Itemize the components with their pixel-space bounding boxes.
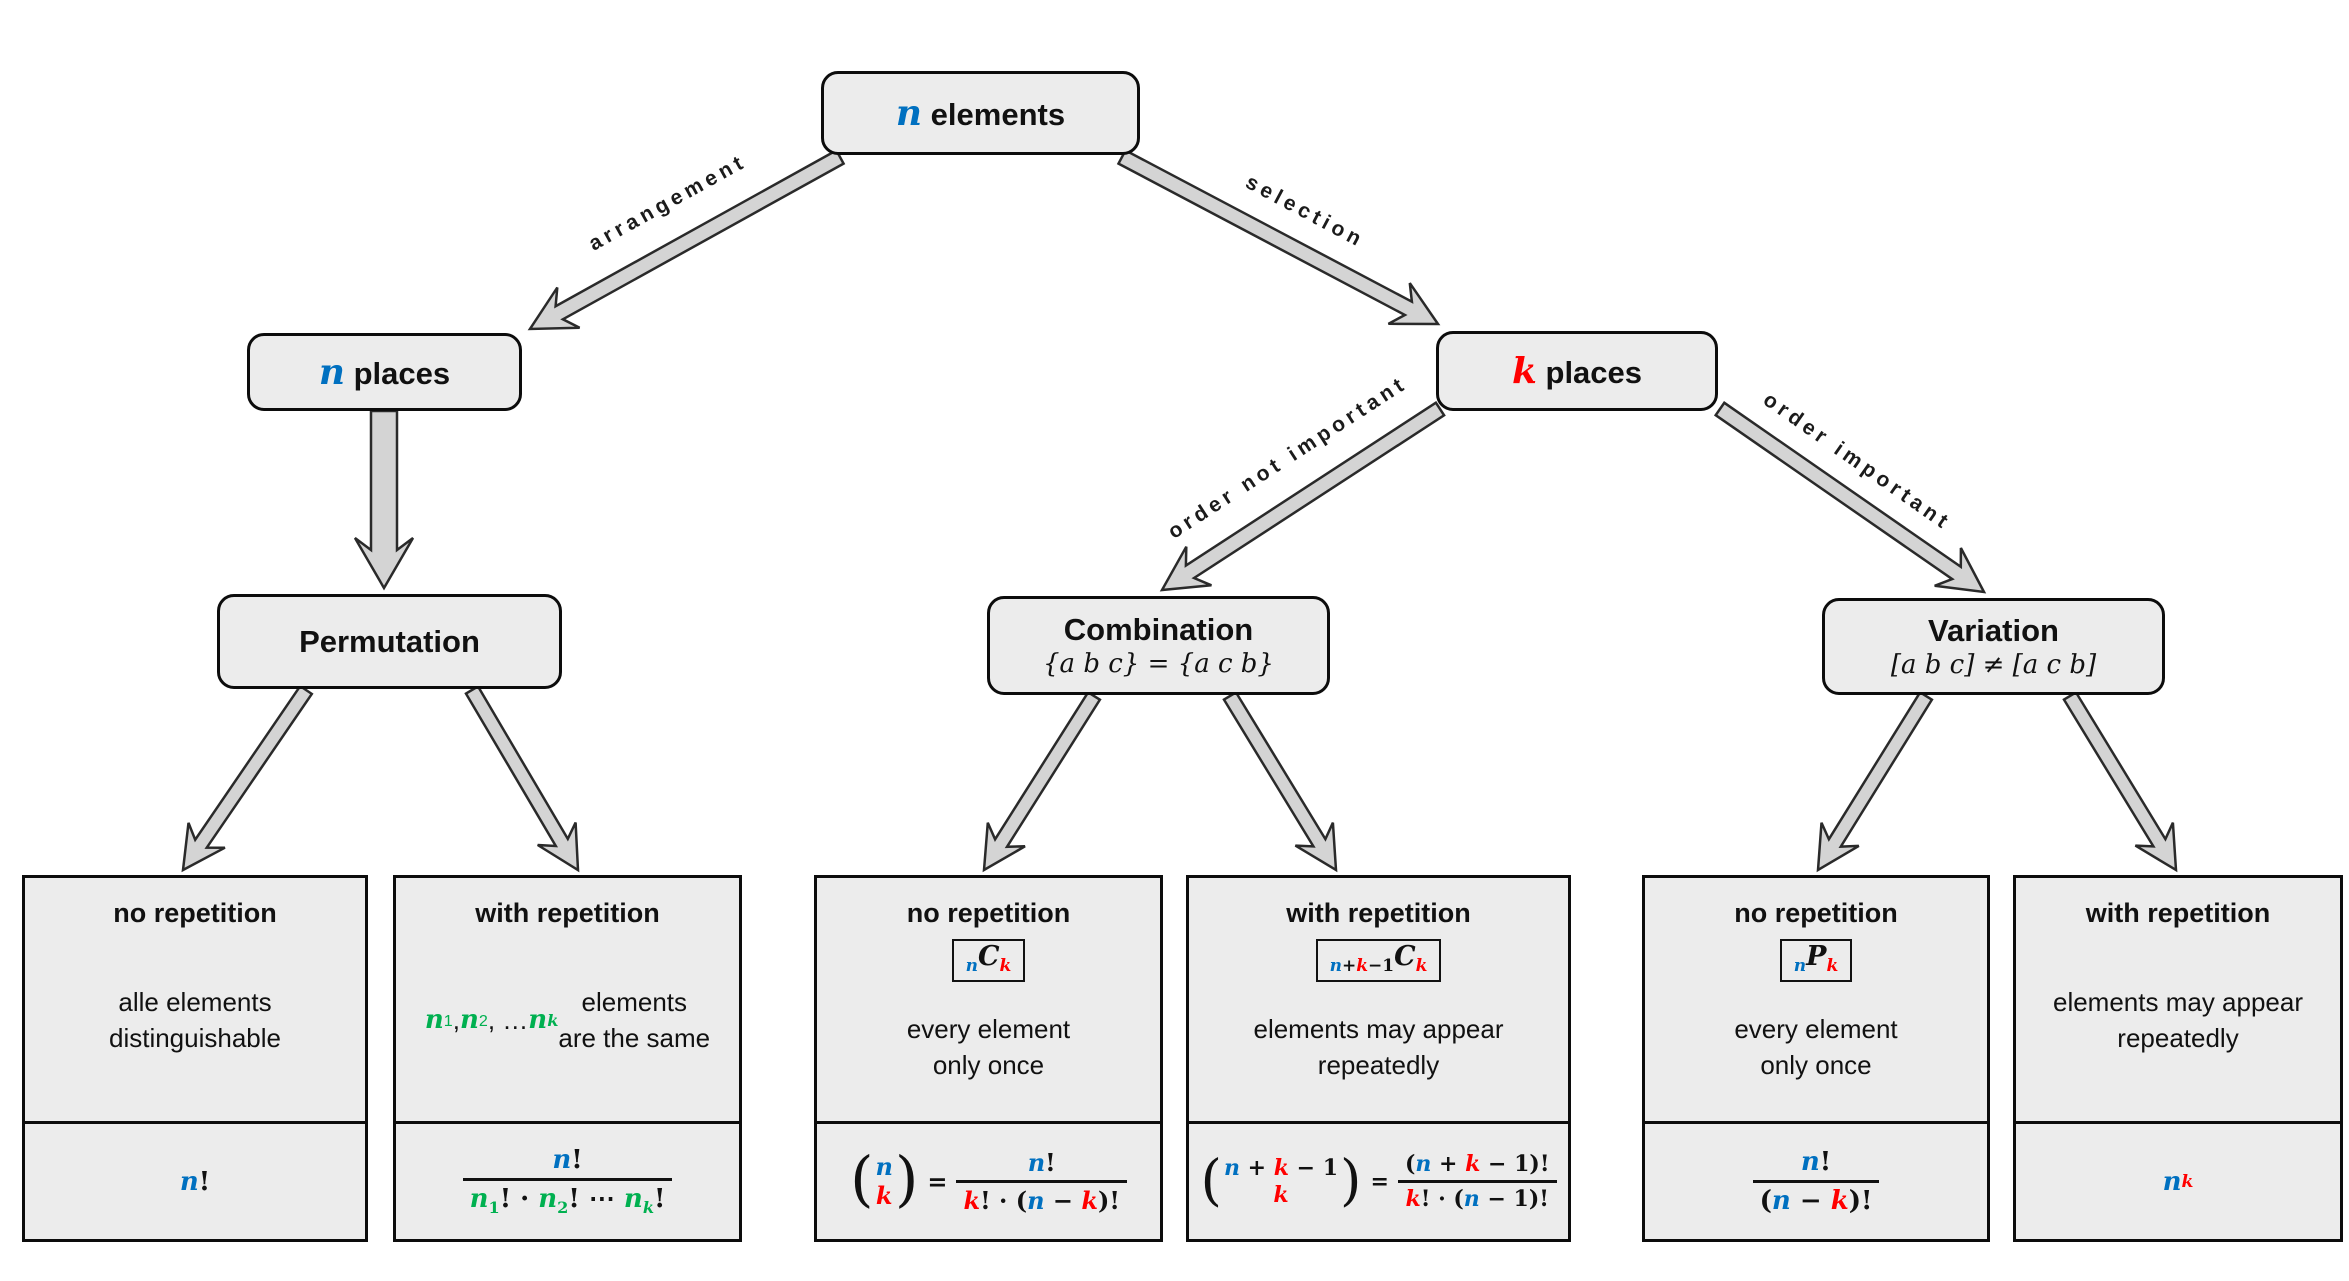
leaf-combination-with-repetition: with repetition n+k−1Ck elements may app…: [1186, 875, 1571, 1242]
notation-badge-n+k-1Ck: n+k−1Ck: [1315, 939, 1442, 983]
leaf-formula: n!n1! · n2! ⋯ nk!: [396, 1121, 739, 1239]
notation-badge-nPk: nPk: [1779, 939, 1853, 983]
leaf-formula: n!: [25, 1121, 365, 1239]
node-variation-title: Variation: [1928, 613, 2059, 648]
leaf-formula: n!(n − k)!: [1645, 1121, 1987, 1239]
leaf-heading: no repetition: [113, 898, 277, 928]
node-combination-title: Combination: [1063, 612, 1254, 647]
node-variation-subtitle: [a b c] ≠ [a c b]: [1890, 650, 2097, 680]
leaf-heading: with repetition: [475, 898, 660, 928]
variation-to-with-repetition-arrow: [2062, 690, 2178, 873]
selection-arrow: [1116, 148, 1441, 326]
leaf-heading: with repetition: [1286, 898, 1471, 928]
permutation-to-no-repetition-arrow: [181, 684, 314, 873]
k-places-to-variation-arrow: [1713, 401, 1987, 594]
permutation-to-with-repetition-arrow: [464, 684, 580, 873]
leaf-heading: no repetition: [906, 898, 1071, 928]
combination-to-with-repetition-arrow: [1222, 690, 1338, 873]
node-combination: Combination {a b c} = {a c b}: [987, 596, 1330, 695]
k-places-to-combination-arrow: [1159, 400, 1446, 592]
node-n-elements-title: n elements: [895, 92, 1066, 134]
node-k-places: k places: [1436, 331, 1718, 411]
n-places-to-permutation-arrow: [353, 409, 415, 591]
leaf-heading: no repetition: [1734, 898, 1898, 928]
node-variation: Variation [a b c] ≠ [a c b]: [1822, 598, 2165, 695]
node-k-places-title: k places: [1511, 350, 1643, 392]
node-combination-subtitle: {a b c} = {a c b}: [1043, 649, 1274, 679]
leaf-heading: with repetition: [2085, 898, 2271, 928]
combination-to-no-repetition-arrow: [982, 690, 1102, 873]
notation-badge-nCk: nCk: [951, 939, 1026, 983]
node-n-places-title: n places: [318, 351, 451, 393]
node-n-elements: n elements: [821, 71, 1140, 155]
node-n-places: n places: [247, 333, 522, 411]
variation-to-no-repetition-arrow: [1816, 690, 1934, 873]
node-permutation-title: Permutation: [299, 623, 480, 659]
arrangement-arrow: [527, 148, 846, 331]
node-permutation: Permutation: [217, 594, 562, 689]
